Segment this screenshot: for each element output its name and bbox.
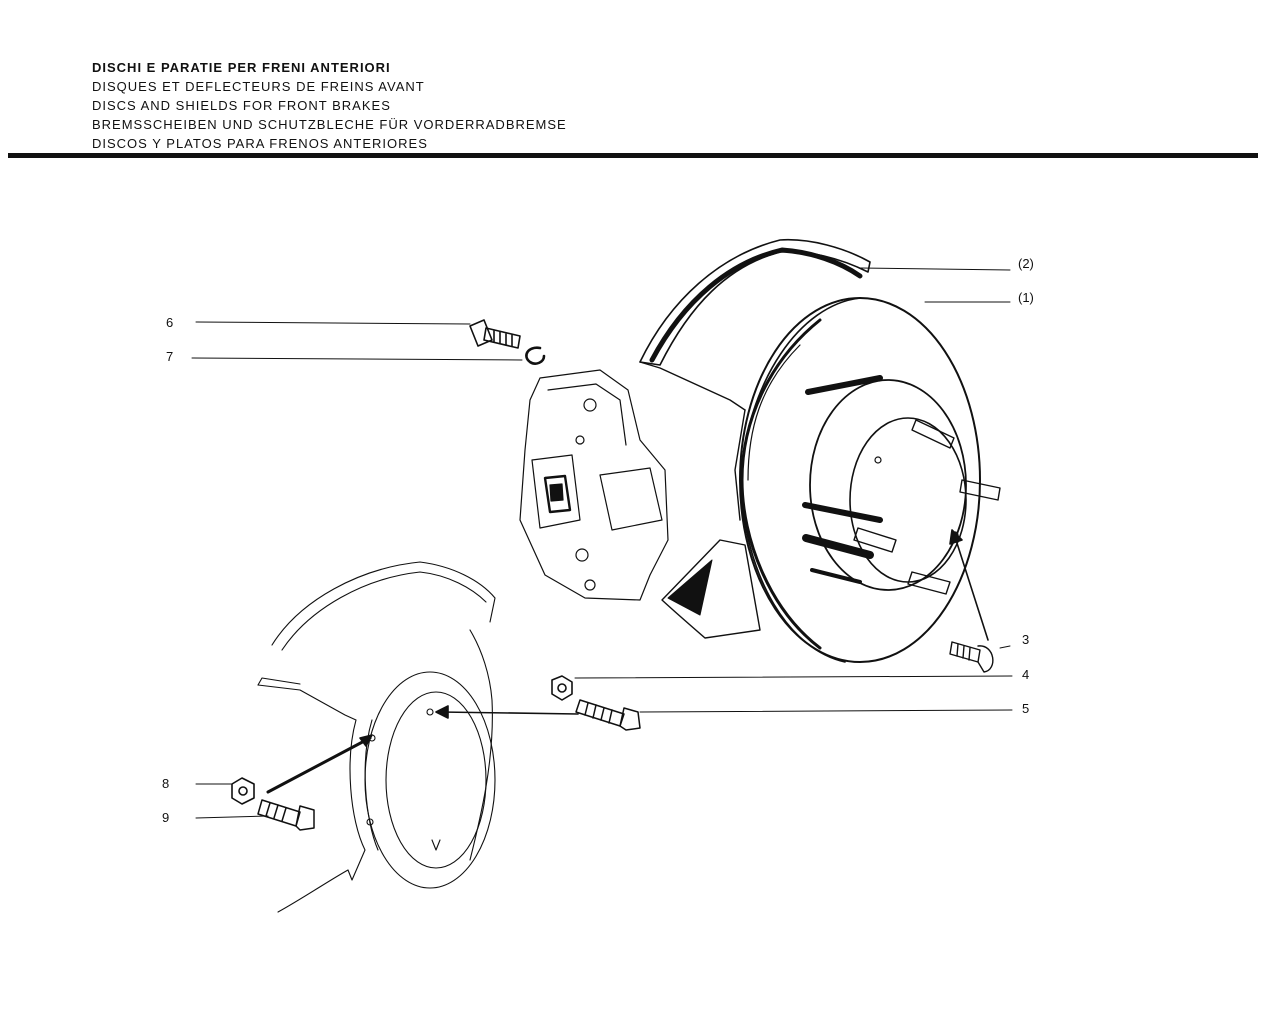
bolt-5 (575, 699, 641, 731)
nut-4 (551, 675, 573, 701)
callout-2: (2) (1018, 256, 1034, 271)
title-german: BREMSSCHEIBEN UND SCHUTZBLECHE FÜR VORDE… (92, 117, 567, 132)
header-rule (8, 153, 1258, 158)
title-spanish: DISCOS Y PLATOS PARA FRENOS ANTERIORES (92, 136, 428, 151)
title-italian: DISCHI E PARATIE PER FRENI ANTERIORI (92, 60, 391, 75)
title-french: DISQUES ET DEFLECTEURS DE FREINS AVANT (92, 79, 425, 94)
bolt-9 (257, 799, 315, 831)
leader-lines (191, 267, 1013, 819)
brake-disc (739, 297, 1001, 663)
callout-8: 8 (162, 776, 169, 791)
callout-9: 9 (162, 810, 169, 825)
lock-washer-7 (525, 346, 546, 365)
brake-caliper (519, 369, 669, 601)
screw-3 (949, 641, 994, 673)
callout-4: 4 (1022, 667, 1029, 682)
nut-8 (231, 777, 255, 805)
callout-6: 6 (166, 315, 173, 330)
callout-7: 7 (166, 349, 173, 364)
page-title-block: DISCHI E PARATIE PER FRENI ANTERIORI DIS… (92, 58, 567, 153)
callout-1: (1) (1018, 290, 1034, 305)
callout-3: 3 (1022, 632, 1029, 647)
bolt-6 (469, 319, 521, 349)
callout-5: 5 (1022, 701, 1029, 716)
lower-backing-plate (257, 561, 496, 913)
title-english: DISCS AND SHIELDS FOR FRONT BRAKES (92, 98, 391, 113)
upper-dust-shield (639, 238, 871, 639)
assembly-arrows (266, 529, 989, 794)
